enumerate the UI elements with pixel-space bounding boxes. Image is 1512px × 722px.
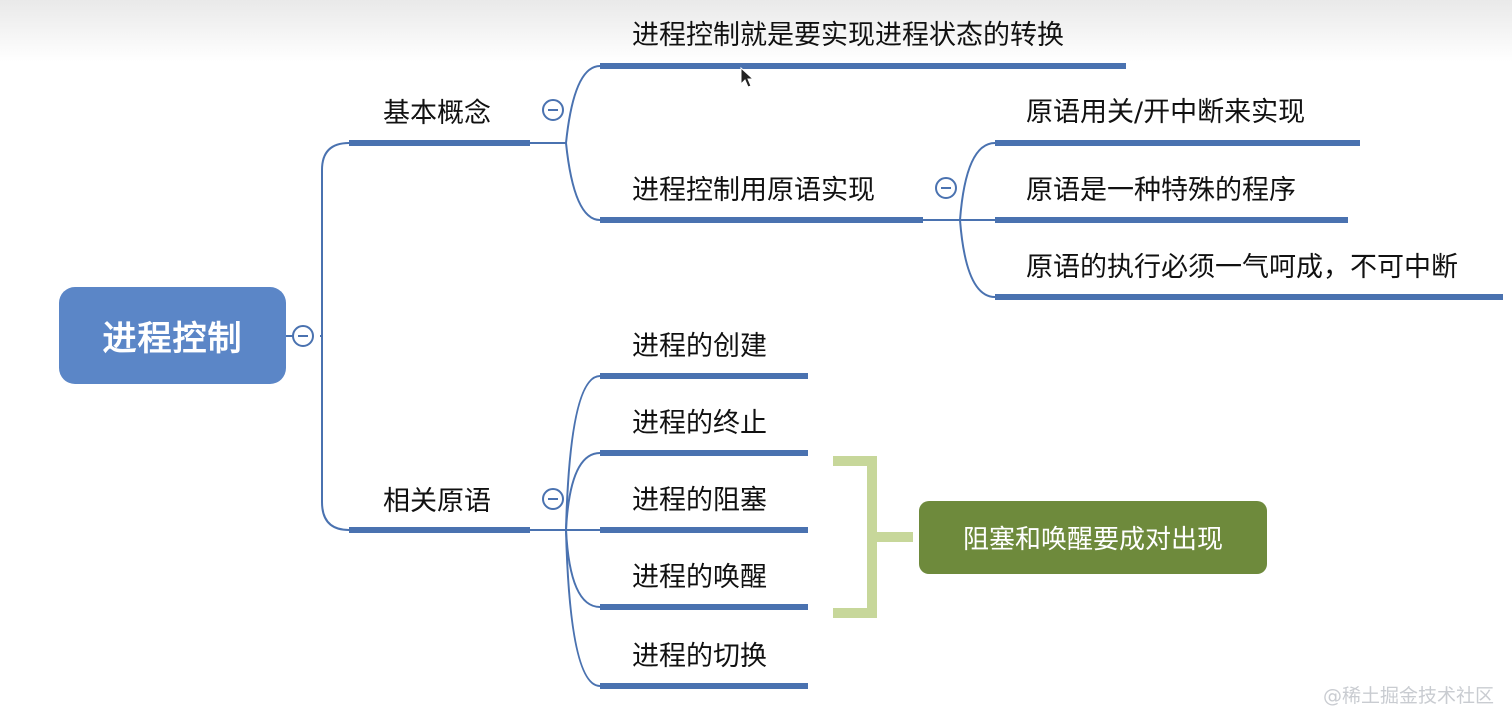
basic-concepts-collapse-icon[interactable] (542, 99, 564, 121)
node-state-transition[interactable]: 进程控制就是要实现进程状态的转换 (632, 20, 1064, 51)
mouse-pointer-icon (740, 67, 755, 88)
node-process-create[interactable]: 进程的创建 (632, 331, 767, 362)
node-process-switch[interactable]: 进程的切换 (632, 641, 767, 672)
node-process-terminate[interactable]: 进程的终止 (632, 408, 767, 439)
related-primitives-collapse-icon[interactable] (542, 488, 564, 510)
node-primitive-atomic[interactable]: 原语的执行必须一气呵成，不可中断 (1026, 252, 1458, 283)
node-basic-concepts[interactable]: 基本概念 (383, 98, 491, 129)
root-collapse-icon[interactable] (292, 325, 314, 347)
summary-bracket (833, 456, 913, 618)
node-related-primitives[interactable]: 相关原语 (383, 486, 491, 517)
summary-note[interactable]: 阻塞和唤醒要成对出现 (919, 501, 1267, 574)
node-primitive-implementation[interactable]: 进程控制用原语实现 (632, 175, 875, 206)
node-process-block[interactable]: 进程的阻塞 (632, 485, 767, 516)
node-primitive-special-program[interactable]: 原语是一种特殊的程序 (1026, 175, 1296, 206)
node-process-wakeup[interactable]: 进程的唤醒 (632, 562, 767, 593)
node-primitive-interrupt[interactable]: 原语用关/开中断来实现 (1026, 97, 1306, 128)
root-node[interactable]: 进程控制 (59, 287, 286, 384)
primitive-implementation-collapse-icon[interactable] (935, 177, 957, 199)
top-shadow (0, 0, 1512, 62)
watermark: @稀土掘金技术社区 (1322, 685, 1494, 707)
